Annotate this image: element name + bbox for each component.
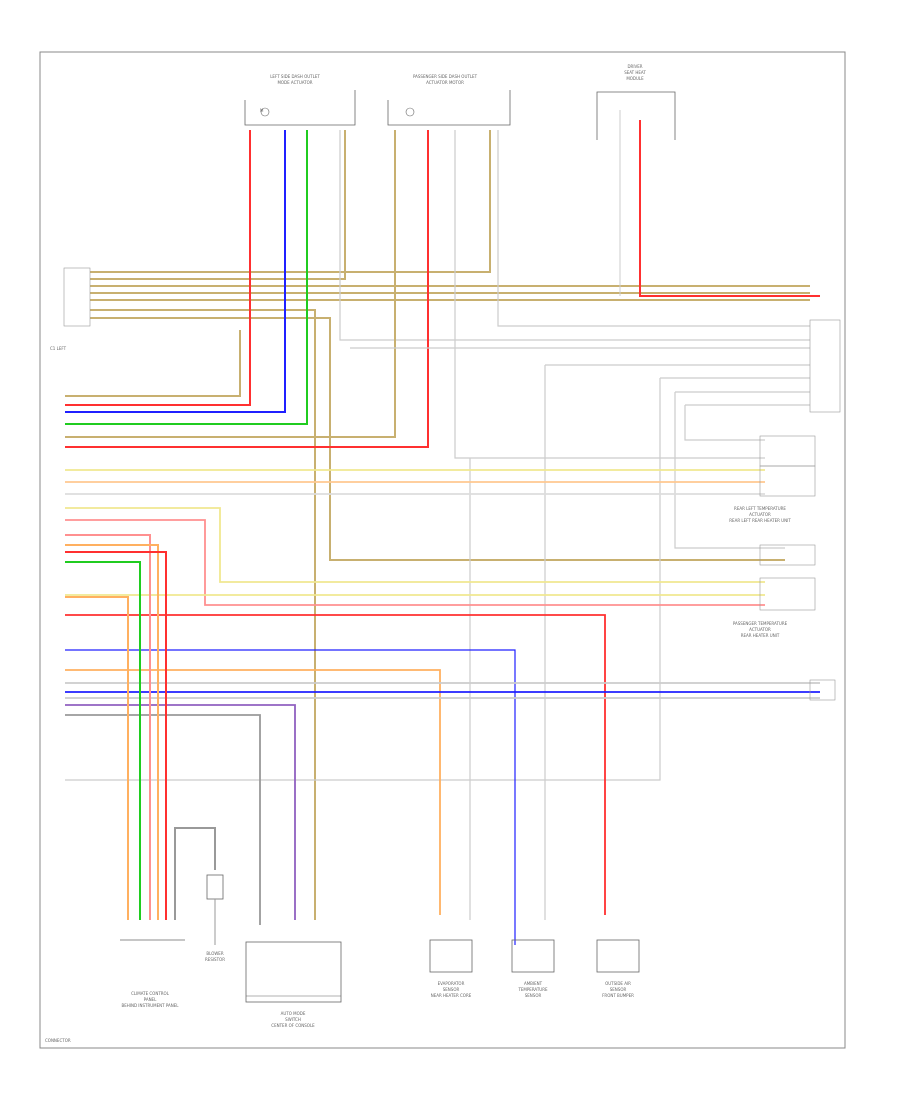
left-dash-outlet-unit: LEFT SIDE DASH OUTLET MODE ACTUATOR M (244, 74, 356, 126)
wire-red-m1 (65, 614, 606, 915)
svg-text:M: M (260, 108, 264, 113)
blower-resistor: BLOWER RESISTOR (205, 874, 225, 962)
svg-text:REAR HEATER UNIT: REAR HEATER UNIT (741, 633, 780, 638)
svg-text:OUTSIDE AIR: OUTSIDE AIR (605, 981, 631, 986)
auto-mode-switch: AUTO MODE SWITCH CENTER OF CONSOLE (245, 941, 342, 1028)
left-dash-label-1: LEFT SIDE DASH OUTLET (270, 74, 320, 79)
wire-orange-p1 (65, 596, 129, 920)
outside-air-sensor: OUTSIDE AIR SENSOR FRONT BUMPER (596, 939, 640, 998)
svg-text:FRONT BUMPER: FRONT BUMPER (602, 993, 634, 998)
svg-text:SWITCH: SWITCH (285, 1017, 301, 1022)
right-dash-wires (65, 130, 810, 459)
wire-purple-m1 (65, 704, 296, 920)
wire-orange-p2 (65, 544, 159, 920)
right-connector-stack (759, 319, 841, 701)
wire-bundle-top (90, 120, 820, 920)
svg-text:PANEL: PANEL (144, 997, 157, 1002)
right-dash-outlet-unit: PASSENGER SIDE DASH OUTLET ACTUATOR MOTO… (387, 74, 511, 126)
svg-text:SEAT HEAT: SEAT HEAT (624, 70, 646, 75)
svg-text:CENTER OF CONSOLE: CENTER OF CONSOLE (271, 1023, 315, 1028)
wire-pink-p1 (65, 534, 151, 920)
wire-red-top (639, 120, 820, 297)
wire-green-1 (65, 130, 308, 425)
wire-tan-2 (90, 130, 346, 280)
svg-text:TEMPERATURE: TEMPERATURE (517, 987, 548, 992)
svg-text:MODULE: MODULE (626, 76, 644, 81)
right-dash-label-1: PASSENGER SIDE DASH OUTLET (413, 74, 478, 79)
left-connector-c1: C1 LEFT (50, 267, 91, 351)
wire-blue-m1 (65, 649, 516, 945)
diagram-frame (39, 51, 846, 1049)
panel-wires (65, 534, 216, 920)
right-rear-temp-label: PASSENGER TEMPERATURE ACTUATOR REAR HEAT… (733, 621, 788, 638)
wire-red-p1 (65, 551, 167, 920)
svg-text:BLOWER: BLOWER (206, 951, 223, 956)
svg-text:REAR LEFT REAR HEATER UNIT: REAR LEFT REAR HEATER UNIT (729, 518, 791, 523)
svg-text:ACTUATOR: ACTUATOR (749, 627, 771, 632)
svg-text:CLIMATE CONTROL: CLIMATE CONTROL (131, 991, 170, 996)
svg-text:NEAR HEATER CORE: NEAR HEATER CORE (431, 993, 472, 998)
ambient-temperature-sensor: AMBIENT TEMPERATURE SENSOR (511, 939, 555, 998)
wire-yellow-2 (65, 507, 765, 583)
right-dash-label-2: ACTUATOR MOTOR (426, 80, 464, 85)
wire-tan-1 (90, 130, 491, 273)
svg-text:C1 LEFT: C1 LEFT (50, 346, 67, 351)
svg-text:EVAPORATOR: EVAPORATOR (438, 981, 465, 986)
wire-orange-m1 (65, 669, 441, 915)
top-right-module: DRIVER SEAT HEAT MODULE (596, 64, 676, 296)
left-rear-temp-label: REAR LEFT TEMPERATURE ACTUATOR REAR LEFT… (729, 506, 791, 523)
left-dash-label-2: MODE ACTUATOR (277, 80, 312, 85)
middle-wires (65, 469, 820, 945)
bottom-left-tag: CONNECTOR (45, 1038, 71, 1043)
wire-blue-1 (65, 130, 286, 413)
wire-green-p1 (65, 561, 141, 920)
evaporator-sensor: EVAPORATOR SENSOR NEAR HEATER CORE (429, 939, 473, 998)
wire-tan-6 (90, 309, 316, 920)
wire-gray-1 (339, 130, 810, 341)
left-dash-wires (65, 130, 810, 425)
svg-text:SENSOR: SENSOR (525, 993, 542, 998)
wire-red-1 (65, 130, 251, 406)
svg-text:PASSENGER TEMPERATURE: PASSENGER TEMPERATURE (733, 621, 788, 626)
wire-gray-r1 (454, 130, 765, 459)
svg-text:SENSOR: SENSOR (610, 987, 627, 992)
svg-text:DRIVER: DRIVER (627, 64, 642, 69)
right-bundle (65, 347, 810, 920)
svg-text:BEHIND INSTRUMENT PANEL: BEHIND INSTRUMENT PANEL (122, 1003, 180, 1008)
svg-text:SENSOR: SENSOR (443, 987, 460, 992)
svg-text:REAR LEFT TEMPERATURE: REAR LEFT TEMPERATURE (734, 506, 786, 511)
wire-pink-1 (65, 519, 765, 606)
wire-gray-m4 (65, 714, 261, 925)
wire-tan-7 (90, 317, 785, 561)
wire-gray-r2 (497, 130, 810, 327)
wire-tan-r1 (65, 130, 396, 438)
wire-red-r1 (65, 130, 429, 448)
svg-text:RESISTOR: RESISTOR (205, 957, 225, 962)
wire-tan-v1 (65, 330, 241, 397)
climate-control-panel: CLIMATE CONTROL PANEL BEHIND INSTRUMENT … (120, 939, 185, 1008)
wire-gray-p1 (174, 827, 216, 920)
svg-text:AUTO MODE: AUTO MODE (281, 1011, 306, 1016)
svg-text:ACTUATOR: ACTUATOR (749, 512, 771, 517)
svg-text:AMBIENT: AMBIENT (524, 981, 543, 986)
